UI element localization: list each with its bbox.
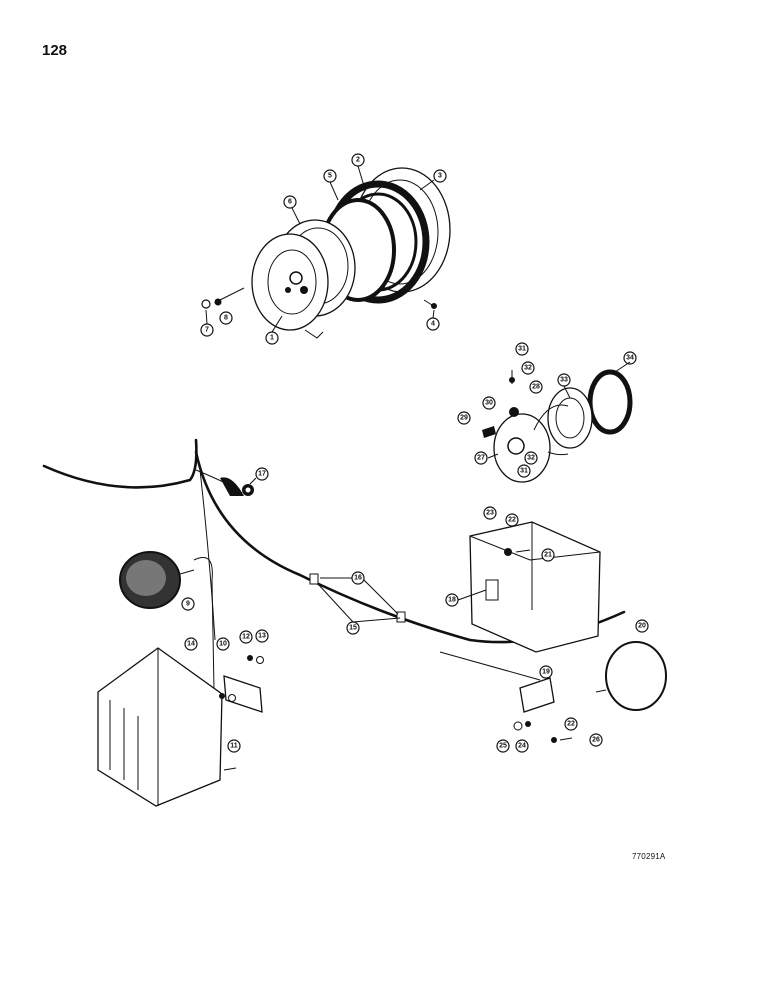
callout-6: 6: [283, 195, 297, 209]
leader-lines: [205, 165, 631, 623]
callout-10: 10: [216, 637, 230, 651]
page-number: 128: [42, 42, 68, 59]
callout-30: 30: [482, 396, 496, 410]
callout-number: 5: [328, 173, 332, 180]
callout-number: 15: [349, 625, 357, 632]
callout-18: 18: [445, 593, 459, 607]
callout-28: 28: [529, 380, 543, 394]
callout-number: 22: [508, 517, 516, 524]
callout-1: 1: [265, 331, 279, 345]
callout-number: 6: [288, 199, 292, 206]
callout-number: 10: [219, 641, 227, 648]
callout-number: 2: [356, 157, 360, 164]
callout-29: 29: [457, 411, 471, 425]
callout-8: 8: [219, 311, 233, 325]
callout-number: 18: [448, 597, 456, 604]
callout-number: 31: [518, 346, 526, 353]
callout-number: 3: [438, 173, 442, 180]
callout-number: 24: [518, 743, 526, 750]
callout-31b: 31: [517, 464, 531, 478]
callout-number: 1: [270, 335, 274, 342]
callout-3: 3: [433, 169, 447, 183]
callout-number: 33: [560, 377, 568, 384]
work-lamp-assembly: [482, 369, 633, 483]
callout-16: 16: [351, 571, 365, 585]
callout-number: 13: [258, 633, 266, 640]
headlamp-assembly: [201, 167, 451, 339]
callout-number: 7: [205, 327, 209, 334]
callout-33: 33: [557, 373, 571, 387]
callout-number: 4: [431, 321, 435, 328]
callout-15: 15: [346, 621, 360, 635]
callout-23: 23: [483, 506, 497, 520]
callout-number: 28: [532, 384, 540, 391]
callout-number: 25: [499, 743, 507, 750]
drawing-code: 770291A: [632, 852, 666, 861]
callout-number: 12: [242, 634, 250, 641]
callout-25: 25: [496, 739, 510, 753]
callout-number: 31: [520, 468, 528, 475]
callout-number: 9: [186, 601, 190, 608]
callout-9: 9: [181, 597, 195, 611]
callout-number: 16: [354, 575, 362, 582]
callout-number: 32: [527, 455, 535, 462]
callout-22a: 22: [505, 513, 519, 527]
callout-14: 14: [184, 637, 198, 651]
callout-31a: 31: [515, 342, 529, 356]
callout-number: 19: [542, 669, 550, 676]
callout-19: 19: [539, 665, 553, 679]
callout-11: 11: [227, 739, 241, 753]
callout-20: 20: [635, 619, 649, 633]
callout-26: 26: [589, 733, 603, 747]
callout-number: 17: [258, 471, 266, 478]
left-lamp-and-guard: [97, 551, 264, 807]
callout-13: 13: [255, 629, 269, 643]
callout-number: 23: [486, 510, 494, 517]
callout-32a: 32: [521, 361, 535, 375]
callout-21: 21: [541, 548, 555, 562]
callout-number: 22: [567, 721, 575, 728]
callout-number: 21: [544, 552, 552, 559]
callout-number: 8: [224, 315, 228, 322]
callout-number: 11: [230, 743, 238, 750]
callout-7: 7: [200, 323, 214, 337]
callout-number: 29: [460, 415, 468, 422]
callout-5: 5: [323, 169, 337, 183]
callout-number: 20: [638, 623, 646, 630]
right-guard-and-lamp: [439, 521, 667, 743]
callout-17: 17: [255, 467, 269, 481]
callout-12: 12: [239, 630, 253, 644]
callout-27: 27: [474, 451, 488, 465]
callout-32b: 32: [524, 451, 538, 465]
callout-number: 27: [477, 455, 485, 462]
callout-34: 34: [623, 351, 637, 365]
callout-number: 26: [592, 737, 600, 744]
callout-number: 34: [626, 355, 634, 362]
callout-number: 14: [187, 641, 195, 648]
callout-24: 24: [515, 739, 529, 753]
callout-2: 2: [351, 153, 365, 167]
callout-22b: 22: [564, 717, 578, 731]
callout-number: 32: [524, 365, 532, 372]
callout-number: 30: [485, 400, 493, 407]
callout-4: 4: [426, 317, 440, 331]
